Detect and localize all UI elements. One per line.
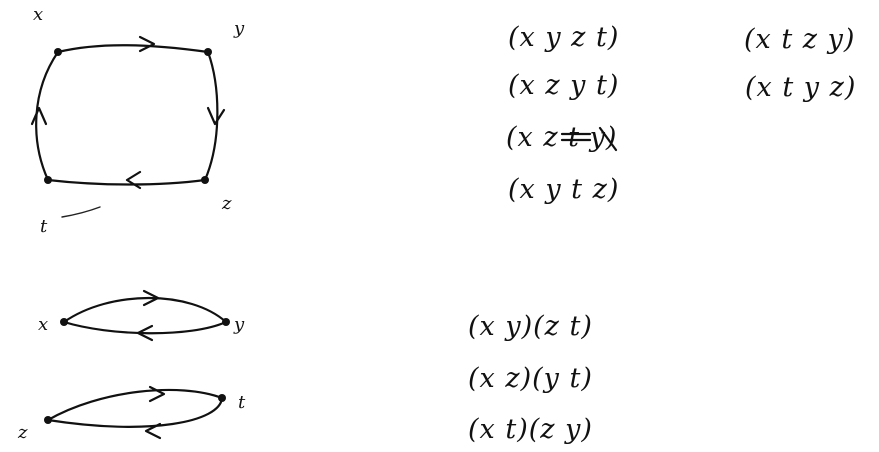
vertex-x2: [60, 318, 68, 326]
pair-3: (x t)(z y): [468, 414, 593, 445]
edge-z-t-upper: [46, 388, 224, 422]
edge-x-y: [56, 44, 210, 54]
cycle-1: (x y z t): [508, 22, 619, 53]
vertex-t: [44, 176, 52, 184]
two-cycle-z-t-graph: z t: [17, 385, 246, 443]
arrow-y-z: [206, 106, 226, 126]
vertex-y: [204, 48, 212, 56]
two-cycle-x-y-graph: x y: [38, 289, 245, 342]
edge-t-z-lower: [46, 396, 224, 428]
arrow-x-y-upper: [142, 289, 160, 307]
arrow-z-t-upper: [148, 385, 166, 403]
cycle-5: (x t z y): [744, 24, 855, 55]
label-z2: z: [17, 422, 28, 443]
edge-t-x: [35, 50, 60, 182]
edge-y-x-lower: [62, 320, 228, 335]
vertex-x: [54, 48, 62, 56]
arrow-z-t: [125, 170, 142, 190]
edge-z-t: [46, 178, 207, 186]
cycle-4: (x y t z): [508, 174, 619, 205]
label-x2: x: [38, 314, 48, 335]
label-t: t: [40, 216, 48, 237]
four-cycle-list: (x y z t) (x z y t) (x z t y) (x y t z) …: [506, 22, 856, 205]
label-y2: y: [233, 314, 245, 335]
two-cycle-pair-list: (x y)(z t) (x z)(y t) (x t)(z y): [468, 311, 593, 445]
arrow-t-z-lower: [144, 422, 162, 440]
vertex-z2: [44, 416, 52, 424]
cycle-6: (x t y z): [745, 72, 856, 103]
pen-stroke: [61, 206, 101, 218]
vertex-t2: [218, 394, 226, 402]
arrow-x-y: [138, 35, 156, 53]
pair-1: (x y)(z t): [468, 311, 593, 342]
cycle-2: (x z y t): [508, 70, 619, 101]
label-y: y: [233, 18, 245, 39]
label-x: x: [33, 4, 43, 25]
arrow-t-x: [30, 106, 48, 126]
edge-x-y-upper: [62, 296, 228, 324]
pair-2: (x z)(y t): [468, 363, 593, 394]
four-cycle-graph: x y z t: [30, 4, 245, 237]
arrow-y-x-lower: [136, 324, 154, 342]
cycle-3: (x z t y): [506, 122, 617, 153]
vertex-z: [201, 176, 209, 184]
label-t2: t: [238, 392, 246, 413]
vertex-y2: [222, 318, 230, 326]
scribble: [560, 126, 618, 152]
label-z: z: [221, 193, 232, 214]
edge-y-z: [203, 50, 219, 182]
